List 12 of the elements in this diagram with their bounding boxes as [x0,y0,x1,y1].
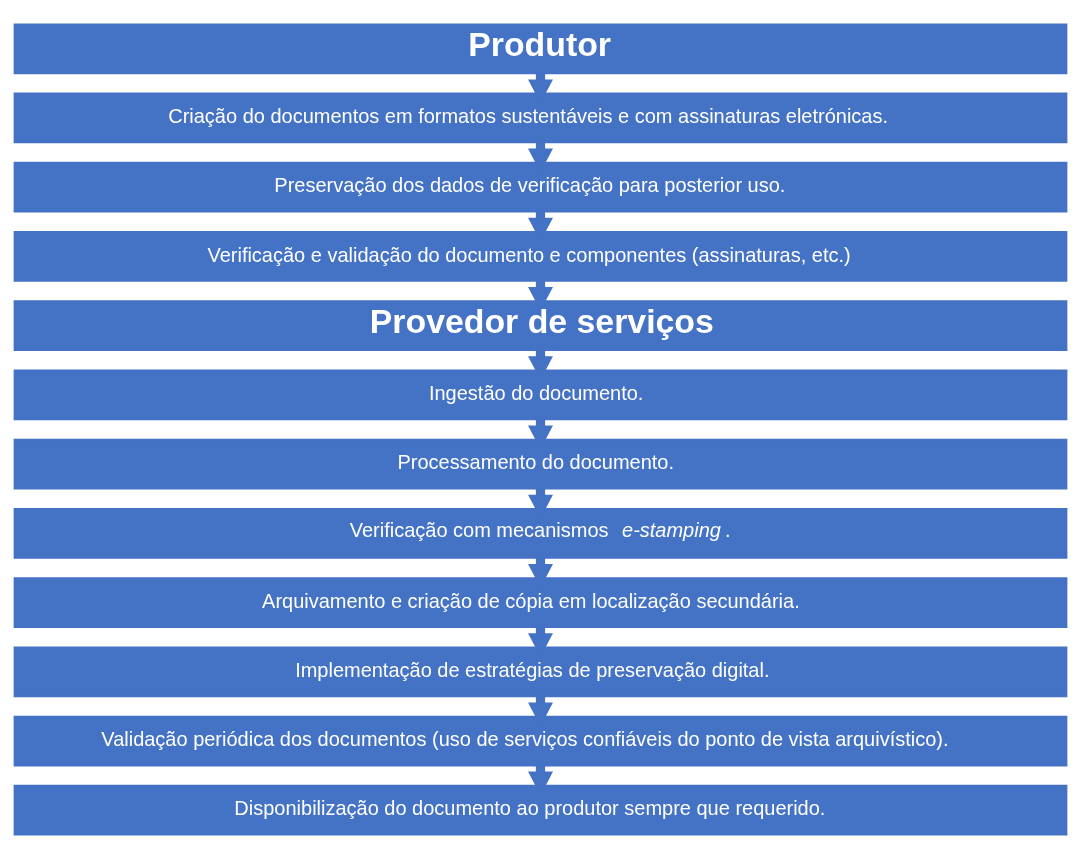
node-box: Validação periódica dos documentos (uso de serviços confiáveis do ponto de vista arquivístico). [13,715,1068,767]
node-box: Implementação de estratégias de preservação digital. [13,646,1068,698]
node-box: Preservação dos dados de verificação para posterior uso. [13,161,1068,213]
node-box: Processamento do documento. [13,438,1068,490]
node-box: Provedor de serviços [13,300,1068,352]
node-box: Ingestão do documento. [13,369,1068,421]
node-box: Criação do documentos em formatos sustentáveis e com assinaturas eletrónicas. [13,92,1068,144]
node-box: Arquivamento e criação de cópia em localização secundária. [13,577,1068,628]
node-box: Verificação com mecanismos e-stamping. [13,507,1068,559]
node-box: Produtor [13,23,1068,75]
node-box: Disponibilização do documento ao produtor sempre que requerido. [13,784,1068,836]
node-box: Verificação e validação do documento e componentes (assinaturas, etc.) [13,231,1068,282]
